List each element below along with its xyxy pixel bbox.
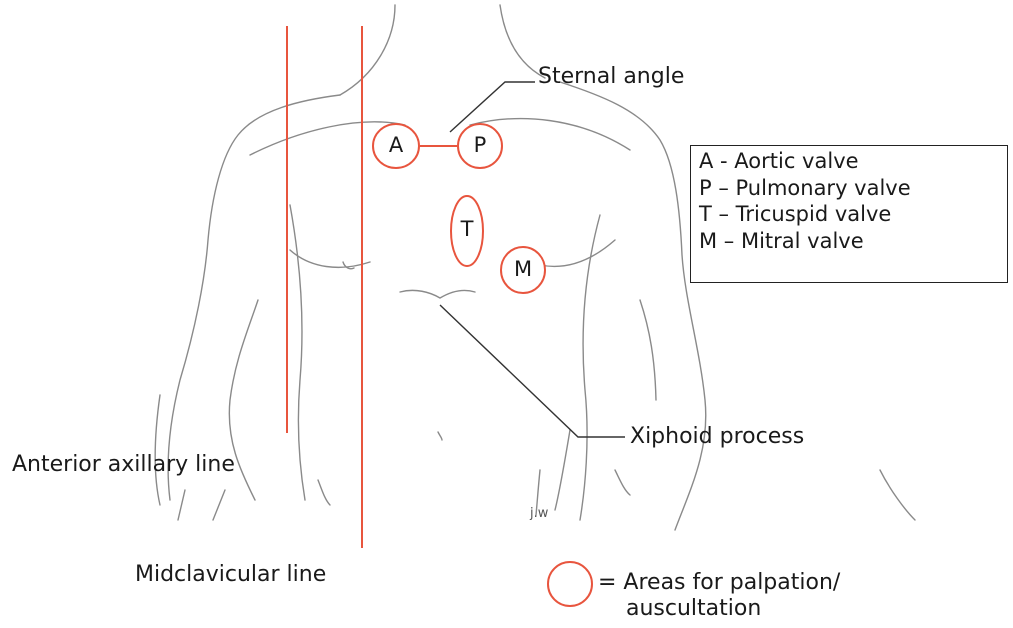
anterior-axillary-line-label: Anterior axillary line: [12, 452, 235, 477]
signature: j.w: [530, 506, 548, 521]
key-text-line1: = Areas for palpation/: [598, 570, 840, 595]
key-text-line2: auscultation: [626, 596, 761, 621]
torso-side-left: [290, 205, 305, 500]
legend-box: A - Aortic valve P – Pulmonary valve T –…: [690, 145, 1008, 283]
midclavicular-line-label: Midclavicular line: [135, 562, 326, 587]
area-label-tricuspid: T: [454, 217, 480, 241]
pectoral-right: [540, 240, 615, 266]
shoulder-left: [168, 95, 340, 500]
area-label-aortic: A: [383, 133, 409, 157]
pectoral-left: [290, 250, 370, 267]
neck-outline-left: [340, 5, 395, 95]
xiphoid-process-label: Xiphoid process: [630, 424, 804, 449]
ribcage-edge: [400, 290, 475, 298]
area-label-pulmonary: P: [467, 133, 493, 157]
legend-item-tricuspid: T – Tricuspid valve: [691, 201, 1007, 228]
sternal-angle-label: Sternal angle: [538, 64, 684, 89]
legend-item-mitral: M – Mitral valve: [691, 228, 1007, 255]
key-circle: [548, 562, 592, 606]
xiphoid-leader: [440, 305, 625, 437]
area-label-mitral: M: [509, 257, 537, 281]
sternal-angle-leader: [450, 82, 535, 132]
legend-item-pulmonary: P – Pulmonary valve: [691, 175, 1007, 202]
shoulder-right: [560, 82, 706, 530]
legend-item-aortic: A - Aortic valve: [691, 148, 1007, 175]
